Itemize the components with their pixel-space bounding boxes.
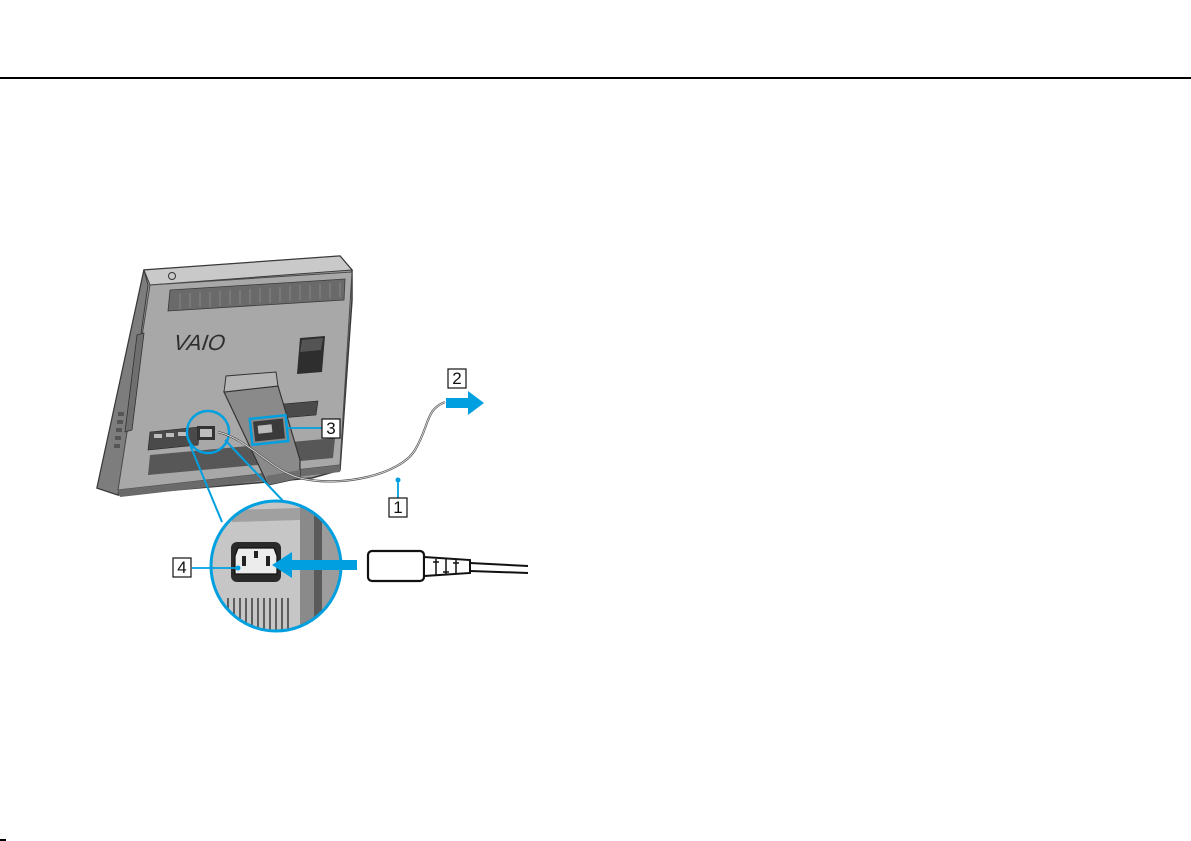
callout-4: 4 (173, 558, 191, 577)
vaio-logo: VAIO (172, 330, 227, 355)
callout-1: 1 (389, 498, 407, 517)
callout-4-number: 4 (177, 558, 186, 577)
callout-1-number: 1 (393, 498, 402, 517)
computer-rear-view: VAIO (97, 256, 352, 497)
callout-2: 2 (448, 369, 466, 388)
callout-3-number: 3 (326, 419, 335, 438)
callout-3: 3 (322, 419, 340, 438)
outlet-arrow (446, 391, 484, 415)
power-plug (368, 551, 528, 581)
zoom-detail (200, 490, 362, 650)
callout-2-number: 2 (452, 369, 461, 388)
